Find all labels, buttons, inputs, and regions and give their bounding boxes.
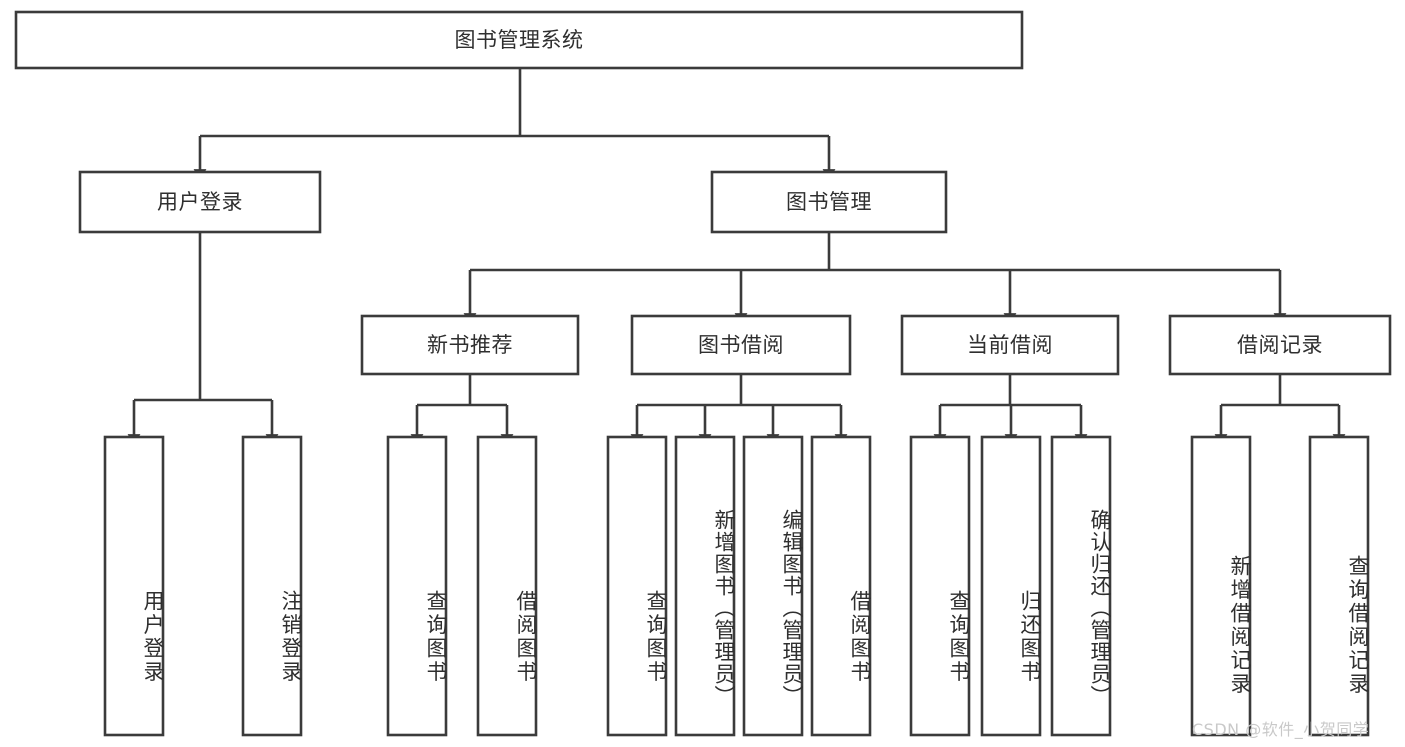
node-leaf-box-5[interactable] bbox=[674, 435, 736, 737]
node-level3-box-1[interactable] bbox=[630, 314, 852, 376]
node-leaf-box-10[interactable] bbox=[1050, 435, 1112, 737]
node-leaf-box-0[interactable] bbox=[103, 435, 165, 737]
node-root-label: 图书管理系统 bbox=[455, 28, 584, 52]
node-leaf-box-12[interactable] bbox=[1308, 435, 1370, 737]
node-leaf-box-8[interactable] bbox=[909, 435, 971, 737]
csdn-watermark: CSDN @软件_小贺同学 bbox=[1192, 720, 1370, 739]
node-level2-label-0: 用户登录 bbox=[157, 190, 243, 214]
node-level2-box-0[interactable] bbox=[78, 170, 322, 234]
node-level3-box-2[interactable] bbox=[900, 314, 1120, 376]
node-leaf-box-7[interactable] bbox=[810, 435, 872, 737]
node-level2-label-1: 图书管理 bbox=[786, 190, 872, 214]
connectors-layer bbox=[127, 68, 1346, 446]
node-level3-label-2: 当前借阅 bbox=[967, 333, 1053, 357]
node-leaf-box-2[interactable] bbox=[386, 435, 448, 737]
node-level3-label-3: 借阅记录 bbox=[1237, 333, 1323, 357]
node-level3-box-0[interactable] bbox=[360, 314, 580, 376]
node-level3-box-3[interactable] bbox=[1168, 314, 1392, 376]
boxes-layer bbox=[14, 10, 1392, 737]
node-root-box[interactable] bbox=[14, 10, 1024, 70]
node-leaf-box-11[interactable] bbox=[1190, 435, 1252, 737]
node-leaf-box-6[interactable] bbox=[742, 435, 804, 737]
node-leaf-box-3[interactable] bbox=[476, 435, 538, 737]
node-leaf-box-4[interactable] bbox=[606, 435, 668, 737]
node-leaf-box-1[interactable] bbox=[241, 435, 303, 737]
node-level2-box-1[interactable] bbox=[710, 170, 948, 234]
node-level3-label-0: 新书推荐 bbox=[427, 333, 513, 357]
node-leaf-box-9[interactable] bbox=[980, 435, 1042, 737]
node-level3-label-1: 图书借阅 bbox=[698, 333, 784, 357]
